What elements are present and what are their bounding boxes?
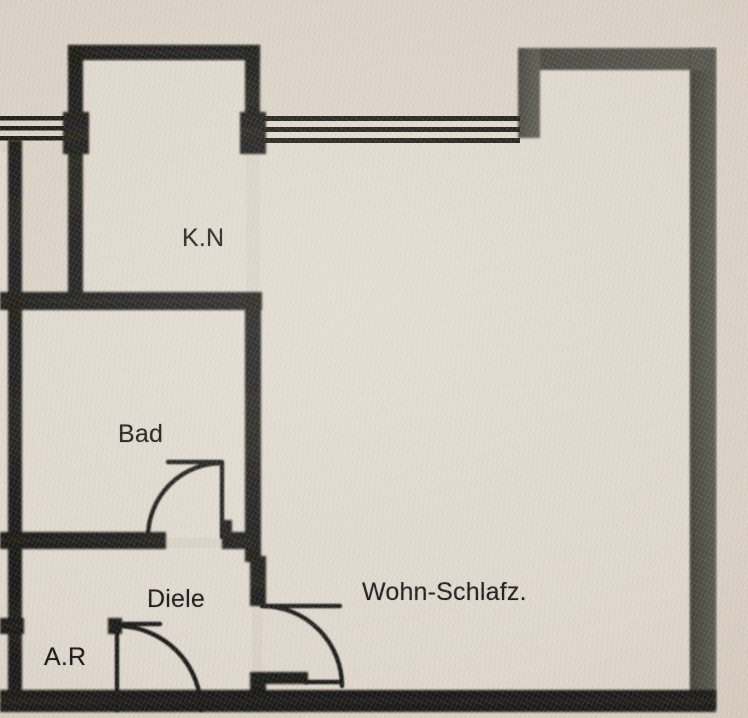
wall-left-edge-mid	[8, 300, 22, 548]
wall-kn-left	[68, 45, 83, 300]
room-floor-fills	[0, 58, 690, 690]
window-top-center	[262, 116, 520, 143]
room-label-ar: A.R	[44, 643, 87, 671]
wall-bottom	[0, 690, 716, 712]
wall-kn-bad-divider	[0, 292, 262, 310]
exterior-wall-top-right	[518, 48, 716, 70]
wall-bad-right	[245, 292, 261, 562]
door-bad	[145, 459, 225, 540]
wall-bad-diele-divider	[0, 532, 166, 549]
door-wohn-schlafz	[259, 603, 345, 689]
exterior-wall-group	[518, 48, 716, 708]
door-wohn-arc	[259, 603, 345, 689]
door-bad-arc	[145, 460, 225, 540]
wall-jamb-top-window	[240, 112, 266, 154]
door-ar	[114, 621, 204, 713]
wall-diele-right-lower	[250, 556, 266, 606]
interior-wall-group	[0, 45, 716, 712]
wall-kn-top	[68, 45, 260, 60]
wall-jamb-left-window	[63, 112, 89, 154]
room-label-kn: K.N	[182, 224, 225, 252]
wall-left-edge-upper	[8, 140, 22, 300]
window-left	[0, 116, 66, 141]
room-label-wohn-schlafz: Wohn-Schlafz.	[362, 578, 527, 606]
room-label-diele: Diele	[147, 585, 205, 613]
room-label-bad: Bad	[118, 420, 164, 448]
door-jamb-bad-vert	[222, 520, 232, 549]
door-ar-arc	[114, 623, 204, 713]
exterior-wall-right	[690, 48, 716, 708]
exterior-wall-step	[518, 48, 540, 138]
wall-scan-shadows	[67, 44, 717, 709]
wall-ar-diele-divider	[0, 618, 24, 634]
door-jamb-wohn-foot	[250, 672, 308, 684]
